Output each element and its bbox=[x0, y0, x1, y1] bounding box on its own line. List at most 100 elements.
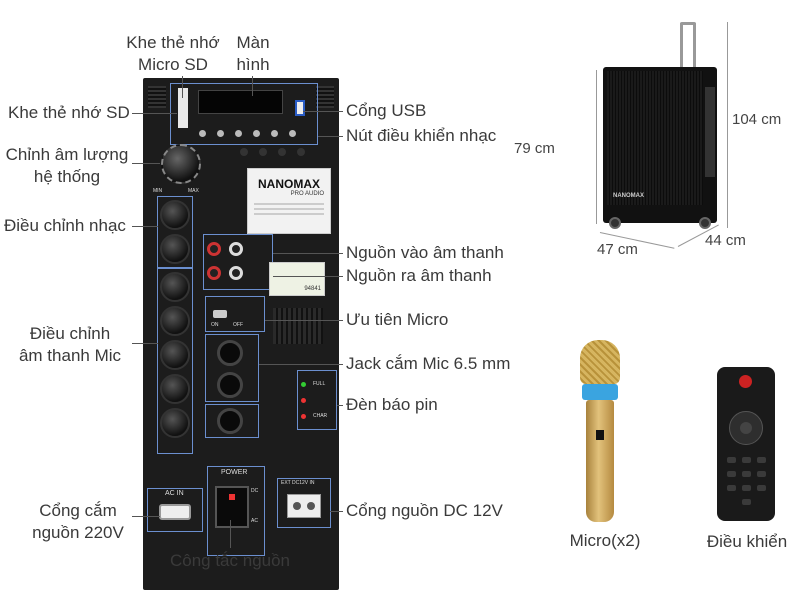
leader-micro-sd bbox=[182, 76, 183, 98]
wheel-right bbox=[699, 217, 711, 229]
ac-label: AC bbox=[251, 518, 258, 524]
remote-key-9 bbox=[757, 485, 766, 491]
max-label: MAX bbox=[188, 188, 199, 194]
led-full bbox=[301, 382, 306, 387]
led-mid bbox=[301, 398, 306, 403]
mic-knob-3[interactable] bbox=[160, 340, 190, 370]
leader-ac-port bbox=[132, 516, 160, 517]
leader-audio-out bbox=[273, 276, 343, 277]
dc-label: DC bbox=[251, 488, 259, 494]
music-button-1[interactable] bbox=[199, 130, 206, 137]
label-number: 94841 bbox=[304, 286, 321, 292]
mic-priority-box bbox=[205, 296, 265, 332]
mount-screw-1 bbox=[240, 148, 248, 156]
ac-in-box bbox=[147, 488, 203, 532]
sticker-text-line-3 bbox=[254, 213, 324, 215]
dc-in-box bbox=[277, 478, 331, 528]
mic-knob-4[interactable] bbox=[160, 374, 190, 404]
rca-out-right[interactable] bbox=[207, 266, 221, 280]
label-mic-jack: Jack cắm Mic 6.5 mm bbox=[346, 354, 511, 373]
remote-key-8 bbox=[742, 485, 751, 491]
label-music-adjust: Điều chỉnh nhạc bbox=[4, 216, 126, 235]
label-sd-slot: Khe thẻ nhớ SD bbox=[8, 103, 130, 122]
side-panel bbox=[705, 87, 715, 177]
power-switch[interactable] bbox=[215, 486, 249, 528]
dim-line-79 bbox=[596, 70, 597, 224]
remote-key-1 bbox=[727, 457, 736, 463]
remote-dpad bbox=[729, 411, 763, 445]
label-dc-port: Cổng nguồn DC 12V bbox=[346, 501, 503, 520]
label-mic: Micro(x2) bbox=[569, 531, 641, 550]
label-master-volume: Chỉnh âm lượng hệ thống bbox=[5, 145, 129, 186]
usb-port[interactable] bbox=[295, 100, 305, 116]
brand-sticker: NANOMAX PRO AUDIO bbox=[247, 168, 331, 234]
trolley-handle bbox=[680, 22, 696, 70]
remote-key-3 bbox=[757, 457, 766, 463]
music-knob-2[interactable] bbox=[160, 234, 190, 264]
dim-width: 47 cm bbox=[597, 241, 638, 258]
dim-depth: 44 cm bbox=[705, 232, 746, 249]
on-label: ON bbox=[211, 322, 219, 328]
display-screen bbox=[198, 90, 283, 114]
mic-head bbox=[580, 340, 620, 384]
remote-key-6 bbox=[757, 471, 766, 477]
leader-sd-slot bbox=[132, 113, 177, 114]
mic-priority-switch[interactable] bbox=[213, 310, 227, 318]
rca-in-left[interactable] bbox=[229, 242, 243, 256]
ac-socket[interactable] bbox=[159, 504, 191, 520]
leader-mic-priority bbox=[265, 320, 343, 321]
leader-audio-in bbox=[273, 253, 343, 254]
full-label: FULL bbox=[313, 381, 326, 387]
remote-play-button bbox=[740, 422, 752, 434]
wheel-left bbox=[609, 217, 621, 229]
label-mic-adjust: Điều chỉnh âm thanh Mic bbox=[18, 324, 122, 365]
mic-jack-group bbox=[205, 334, 259, 402]
mic-knob-2[interactable] bbox=[160, 306, 190, 336]
leader-usb bbox=[303, 111, 343, 112]
mic-jack-2[interactable] bbox=[217, 372, 243, 398]
dc-in-label: EXT DC12V IN bbox=[281, 480, 315, 486]
dc-terminal-screw-2 bbox=[307, 502, 315, 510]
master-volume-knob[interactable] bbox=[161, 144, 201, 184]
speaker-grille bbox=[607, 71, 703, 205]
ac-in-label: AC IN bbox=[165, 490, 184, 497]
music-knob-1[interactable] bbox=[160, 200, 190, 230]
mic-jack-1[interactable] bbox=[217, 340, 243, 366]
rca-in-right[interactable] bbox=[207, 242, 221, 256]
music-button-5[interactable] bbox=[271, 130, 278, 137]
music-button-4[interactable] bbox=[253, 130, 260, 137]
sticker-text-line-1 bbox=[254, 203, 324, 205]
label-mic-priority: Ưu tiên Micro bbox=[346, 310, 449, 329]
label-battery-led: Đèn báo pin bbox=[346, 395, 438, 414]
led-char bbox=[301, 414, 306, 419]
leader-master-volume bbox=[132, 163, 160, 164]
dim-line-104 bbox=[727, 22, 728, 228]
heat-sink bbox=[273, 308, 323, 344]
mic-knob-5[interactable] bbox=[160, 408, 190, 438]
power-label: POWER bbox=[221, 469, 248, 476]
music-knob-group bbox=[157, 196, 193, 268]
power-box bbox=[207, 466, 265, 556]
mic-knob-1[interactable] bbox=[160, 272, 190, 302]
music-button-3[interactable] bbox=[235, 130, 242, 137]
serial-sticker: 94841 bbox=[269, 262, 325, 296]
leader-battery-led bbox=[337, 405, 343, 406]
label-usb: Cổng USB bbox=[346, 101, 427, 120]
guitar-jack[interactable] bbox=[217, 408, 243, 434]
leader-mic-jack bbox=[259, 364, 343, 365]
battery-led-box bbox=[297, 370, 337, 430]
mount-screw-2 bbox=[259, 148, 267, 156]
music-button-6[interactable] bbox=[289, 130, 296, 137]
brand-sub: PRO AUDIO bbox=[290, 191, 324, 197]
mic-knob-group bbox=[157, 268, 193, 454]
remote-key-7 bbox=[727, 485, 736, 491]
sd-card-slot[interactable] bbox=[178, 88, 188, 128]
music-button-2[interactable] bbox=[217, 130, 224, 137]
mount-screw-3 bbox=[278, 148, 286, 156]
min-label: MIN bbox=[153, 188, 163, 194]
control-module bbox=[170, 83, 318, 145]
label-music-buttons: Nút điều khiển nhạc bbox=[346, 126, 497, 145]
mount-screw-4 bbox=[297, 148, 305, 156]
rca-out-left[interactable] bbox=[229, 266, 243, 280]
dc-terminal[interactable] bbox=[287, 494, 321, 518]
